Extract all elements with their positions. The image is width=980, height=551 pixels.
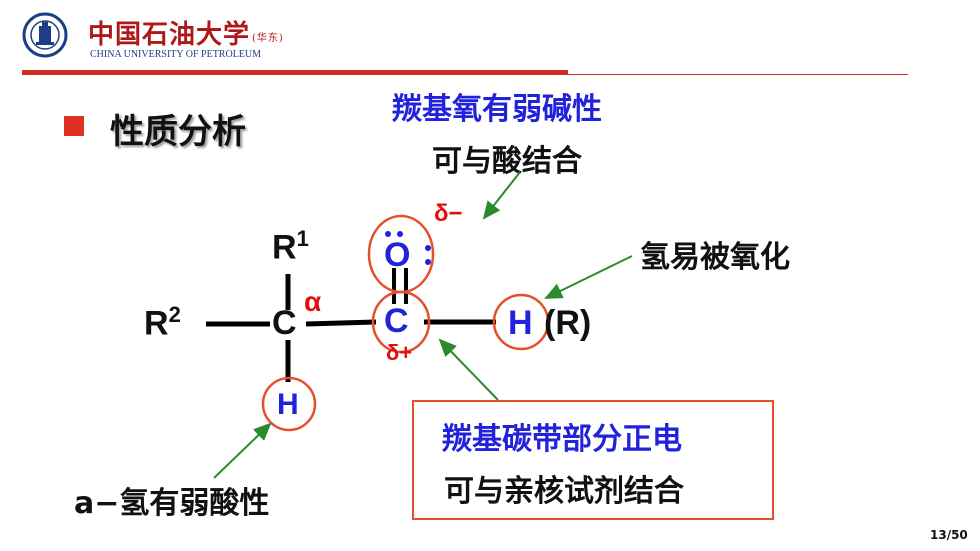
university-name-en: CHINA UNIVERSITY OF PETROLEUM [90,49,262,60]
alpha-hydrogen: H [277,388,299,421]
carbonyl-carbon-callout [412,400,774,520]
carbonyl-oxygen: O [384,236,411,274]
hydrogen-oxidation-annotation: 氢易被氧化 [640,240,790,275]
lone-pair-dot [425,259,431,265]
oxygen-annotation-line1: 羰基氧有弱碱性 [392,92,602,127]
arrow-to-aldehyde-h [544,255,633,299]
bond-c-carbonyl [305,319,377,327]
university-name-cn: 中国石油大学(华东) [88,20,284,50]
highlight-circle-aldehyde-h [492,293,550,351]
bullet-square-icon [64,116,84,136]
r1-group: R1 [272,226,309,267]
header-divider-thin [568,74,908,75]
lone-pair-dot [385,231,391,237]
carbon-annotation-line1: 羰基碳带部分正电 [442,422,682,457]
arrow-to-oxygen [482,171,521,220]
highlight-circle-alpha-h [261,376,317,432]
r-group: (R) [544,304,592,342]
alpha-carbon: C [272,304,297,342]
delta-plus-label: δ+ [386,340,413,365]
lone-pair-dot [425,245,431,251]
aldehyde-hydrogen: H [508,304,533,342]
alpha-label: α [304,286,322,317]
delta-minus-label: δ− [434,200,463,227]
campus-tag: (华东) [252,32,284,44]
highlight-circle-carbonyl-c [371,290,431,354]
arrow-to-alpha-h [213,422,272,479]
r2-group: R2 [144,302,181,343]
carbonyl-carbon: C [384,302,409,340]
carbon-annotation-line2: 可与亲核试剂结合 [444,474,684,509]
oxygen-annotation-line2: 可与酸结合 [432,144,582,179]
slide-heading: 性质分析 [110,112,246,152]
alpha-h-acidity-annotation: a−氢有弱酸性 [74,486,270,521]
header-divider [22,70,568,75]
university-seal-icon [22,12,68,58]
arrow-to-carbonyl-c [438,338,499,401]
lone-pair-dot [397,231,403,237]
page-number: 13/50 [930,528,968,542]
